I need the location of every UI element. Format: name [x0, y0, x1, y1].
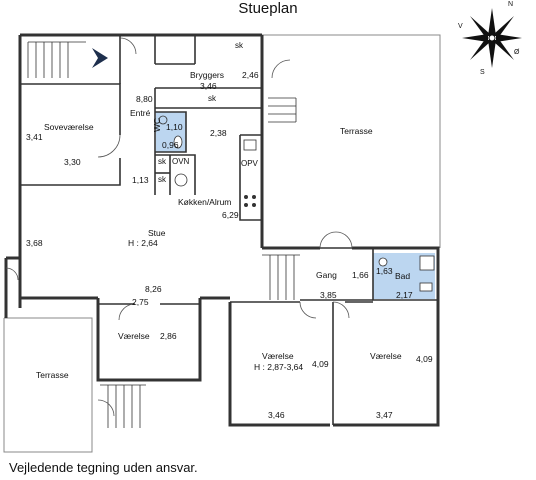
- interior-walls: [19, 35, 438, 425]
- bath-sink-icon: [378, 257, 388, 267]
- compass-icon: N S V Ø: [458, 1, 522, 76]
- bedroom-width: 3,30: [64, 157, 81, 167]
- dim-113: 1,13: [132, 175, 149, 185]
- hall-depth: 3,85: [320, 290, 337, 300]
- hall-label: Gang: [316, 270, 337, 280]
- room-2-depth: 4,09: [312, 359, 329, 369]
- washing-machine-icon: [419, 255, 435, 271]
- stairs-bryggers: [268, 97, 297, 123]
- cabinet-2-label: sk: [158, 175, 167, 184]
- kitchen-sink-icon: [243, 139, 257, 151]
- room-1-depth: 2,86: [160, 331, 177, 341]
- living-room-depth: 3,68: [26, 238, 43, 248]
- compass-west: V: [458, 23, 463, 30]
- wc-width: 1,10: [166, 122, 183, 132]
- living-room-label: Stue: [148, 228, 166, 238]
- storage-mid-label: sk: [208, 94, 217, 103]
- bedroom-depth: 3,41: [26, 132, 43, 142]
- bryggers-width: 3,46: [200, 81, 217, 91]
- wc-sink-icon: [158, 115, 168, 125]
- living-room-width: 8,26: [145, 284, 162, 294]
- bedroom-label: Soveværelse: [44, 122, 94, 132]
- compass-north: N: [508, 1, 513, 8]
- room-2-height: H : 2,87-3,64: [254, 362, 303, 372]
- terrace-left-label: Terrasse: [36, 370, 69, 380]
- bryggers-label: Bryggers: [190, 70, 224, 80]
- bathroom-depth: 2,17: [396, 290, 413, 300]
- stairs-gang: [262, 254, 300, 300]
- living-room-height: H : 2,64: [128, 238, 158, 248]
- stairs-bottom-left: [100, 384, 146, 428]
- stairs-top-left: [27, 41, 86, 78]
- terrace-right-label: Terrasse: [340, 126, 373, 136]
- room-3-width: 3,47: [376, 410, 393, 420]
- entre-depth: 8,80: [136, 94, 153, 104]
- storage-top-label: sk: [235, 41, 244, 50]
- compass-east: Ø: [514, 49, 520, 56]
- bath-toilet-icon: [419, 282, 433, 292]
- kitchen-dim: 2,38: [210, 128, 227, 138]
- wc-depth: 0,96: [162, 140, 179, 150]
- room-3-depth: 4,09: [416, 354, 433, 364]
- toilet-icon: [173, 135, 183, 149]
- hall-width: 1,66: [352, 270, 369, 280]
- bathroom-label: Bad: [395, 271, 410, 281]
- bryggers-depth: 2,46: [242, 70, 259, 80]
- kitchen-depth: 6,29: [222, 210, 239, 220]
- disclaimer: Vejledende tegning uden ansvar.: [9, 460, 198, 475]
- bathroom-width: 1,63: [376, 266, 393, 276]
- entre-label: Entré: [130, 108, 151, 118]
- plan-title: Stueplan: [238, 0, 298, 17]
- dishwasher-label: OPV: [241, 159, 259, 168]
- room-3-label: Værelse: [370, 351, 402, 361]
- entrance-arrow-icon: [92, 48, 108, 68]
- door-swings: [5, 37, 353, 417]
- room-2-width: 3,46: [268, 410, 285, 420]
- room-1-label: Værelse: [118, 331, 150, 341]
- compass-south: S: [480, 69, 485, 76]
- exterior-walls: [4, 33, 440, 427]
- room-1-width: 2,75: [132, 297, 149, 307]
- cooktop-icon: [244, 195, 256, 207]
- room-2-label: Værelse: [262, 351, 294, 361]
- cabinet-1-label: sk: [158, 157, 167, 166]
- wc-label: WC: [152, 118, 162, 132]
- terrace-outline-right: [262, 34, 441, 248]
- oven-fan-icon: [174, 173, 188, 187]
- oven-label: OVN: [172, 157, 190, 166]
- terrace-outline-left: [3, 317, 93, 453]
- kitchen-label: Køkken/Alrum: [178, 197, 231, 207]
